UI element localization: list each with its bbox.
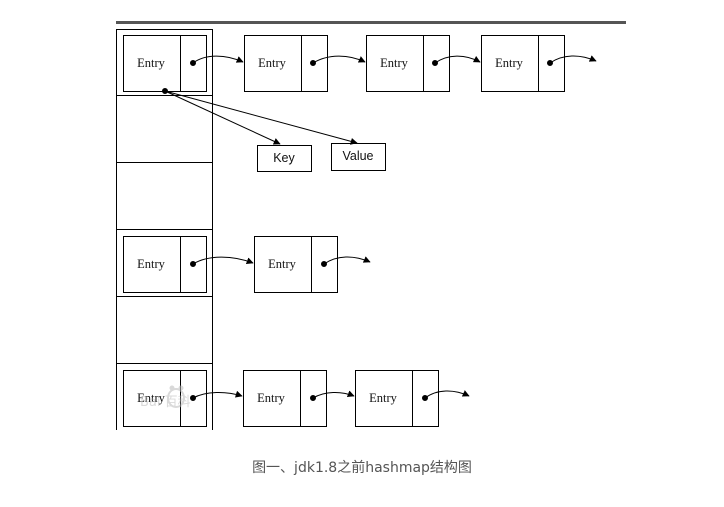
entry-node: Entry: [254, 236, 338, 293]
value-label: Value: [342, 149, 373, 163]
entry-node: Entry: [123, 236, 207, 293]
next-pointer-arrow: [312, 390, 355, 399]
key-box: Key: [257, 145, 312, 172]
entry-label: Entry: [258, 56, 287, 70]
entry-node: Entry: [366, 35, 450, 92]
null-pointer-arrow: [323, 256, 371, 265]
bucket-array: [116, 29, 213, 430]
entry-label: Entry: [369, 391, 398, 405]
next-pointer-arrow: [192, 55, 244, 64]
next-pointer-arrow: [312, 55, 366, 64]
entry-node: Entry: [123, 370, 207, 427]
entry-node: Entry: [123, 35, 207, 92]
entry-label: Entry: [495, 56, 524, 70]
entry-label: Entry: [257, 391, 286, 405]
entry-node: Entry: [481, 35, 565, 92]
entry-label: Entry: [137, 257, 166, 271]
entry-node: Entry: [244, 35, 328, 92]
next-pointer-arrow: [192, 256, 254, 265]
key-pointer-arrow: [164, 90, 281, 145]
baike-watermark: Bai 百科: [140, 385, 191, 410]
entry-label: Entry: [137, 391, 166, 405]
entry-node: Entry: [355, 370, 439, 427]
entry-label: Entry: [380, 56, 409, 70]
figure-caption: 图一、jdk1.8之前hashmap结构图: [252, 460, 472, 476]
null-pointer-arrow: [549, 55, 597, 64]
watermark-text: Bai 百科: [140, 395, 191, 410]
entry-node: Entry: [243, 370, 327, 427]
value-box: Value: [331, 143, 386, 171]
key-label: Key: [273, 151, 295, 165]
next-pointer-arrow: [192, 390, 243, 399]
top-rule: [116, 21, 626, 24]
null-pointer-arrow: [424, 390, 470, 399]
value-pointer-arrow: [164, 90, 358, 145]
entry-label: Entry: [137, 56, 166, 70]
entry-label: Entry: [268, 257, 297, 271]
next-pointer-arrow: [434, 55, 481, 64]
